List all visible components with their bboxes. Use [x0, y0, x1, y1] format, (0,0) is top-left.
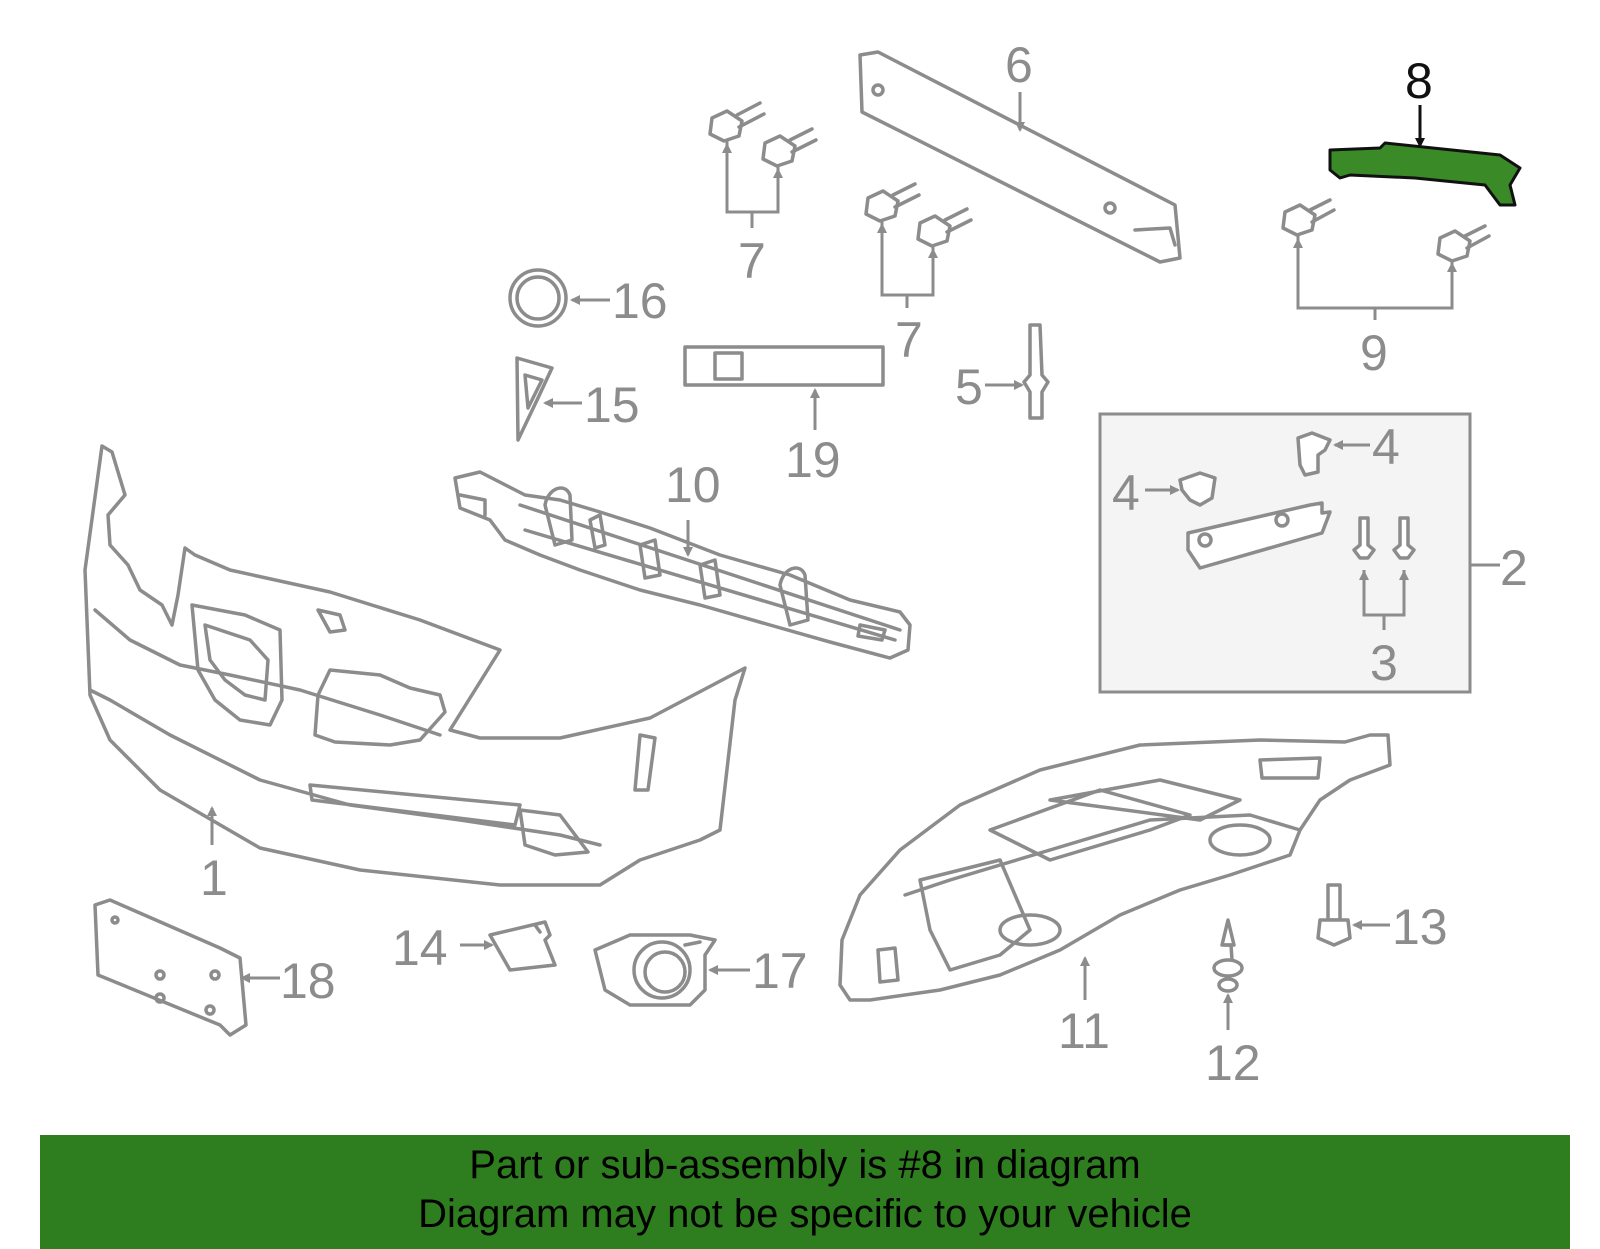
- part-7-lower-bolts: 7: [864, 182, 973, 368]
- callout-1: 1: [200, 850, 228, 906]
- part-8-bracket: 8: [1328, 53, 1522, 207]
- part-5-pin: 5: [955, 323, 1050, 420]
- part-1-bumper-cover: 1: [83, 444, 747, 906]
- parts-diagram: 6 8 9 7 7: [83, 37, 1528, 1091]
- part-16-ring: 16: [508, 268, 668, 329]
- part-15-insert: 15: [515, 356, 640, 442]
- callout-10: 10: [665, 457, 721, 513]
- callout-11: 11: [1058, 1003, 1110, 1059]
- part-14-bracket: 14: [392, 920, 557, 976]
- callout-14: 14: [392, 920, 448, 976]
- part-17-bezel: 17: [593, 933, 808, 1007]
- callout-15: 15: [584, 377, 640, 433]
- callout-7a: 7: [738, 233, 766, 289]
- part-9-bolts: 9: [1281, 198, 1491, 381]
- part-6-upper-bar: 6: [858, 37, 1182, 264]
- callout-5: 5: [955, 359, 983, 415]
- callout-13: 13: [1392, 899, 1448, 955]
- callout-16: 16: [612, 273, 668, 329]
- part-12-clip: 12: [1205, 918, 1261, 1091]
- part-7-upper-bolts: 7: [708, 101, 818, 289]
- part-19-label: 19: [683, 345, 885, 488]
- callout-4a: 4: [1112, 465, 1140, 521]
- banner-line-2: Diagram may not be specific to your vehi…: [418, 1192, 1192, 1236]
- callout-3: 3: [1370, 635, 1398, 691]
- callout-9: 9: [1360, 325, 1388, 381]
- callout-8: 8: [1405, 53, 1433, 109]
- banner-line-1: Part or sub-assembly is #8 in diagram: [469, 1143, 1141, 1187]
- info-banner: Part or sub-assembly is #8 in diagram Di…: [40, 1135, 1570, 1249]
- callout-4b: 4: [1372, 419, 1400, 475]
- callout-19: 19: [785, 432, 841, 488]
- callout-18: 18: [280, 953, 336, 1009]
- callout-17: 17: [752, 943, 808, 999]
- callout-7b: 7: [895, 312, 923, 368]
- part-13-bolt: 13: [1316, 883, 1448, 955]
- part-11-shield: 11: [838, 733, 1392, 1059]
- callout-6: 6: [1005, 37, 1033, 93]
- callout-12: 12: [1205, 1035, 1261, 1091]
- part-10-absorber: 10: [453, 457, 912, 660]
- part-2-kit: 4 4 3 2: [1098, 412, 1528, 694]
- callout-2: 2: [1500, 540, 1528, 596]
- part-18-plate-bracket: 18: [93, 898, 336, 1037]
